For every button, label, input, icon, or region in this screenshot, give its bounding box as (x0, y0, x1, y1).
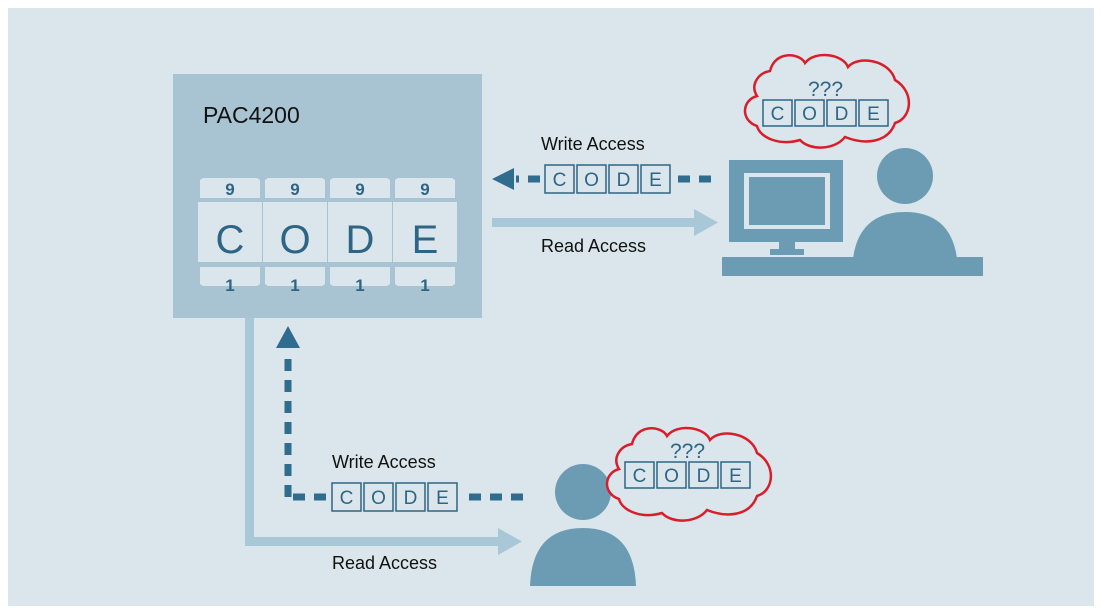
pc-read-access-label: Read Access (541, 236, 646, 256)
drum-top-digit: 9 (420, 180, 429, 199)
pc-write-access-arrow (492, 168, 711, 190)
pc-user-person-icon (852, 148, 958, 270)
drum-code-letter: O (279, 218, 310, 262)
pc-write-code-box: C O D E (544, 164, 671, 194)
drum-bottom-digit: 1 (355, 276, 364, 295)
drum-top-digit: 9 (225, 180, 234, 199)
thought-code-letter: E (867, 104, 880, 125)
drum-code-letter: C (216, 218, 245, 262)
drum-code-letter: E (412, 218, 439, 262)
arrow-head-icon (694, 209, 718, 236)
desk-icon (722, 257, 983, 276)
drum-code-letter: D (346, 218, 375, 262)
thought-code-letter: O (664, 466, 679, 487)
thought-code-letter: E (729, 466, 742, 487)
device-name: PAC4200 (203, 102, 300, 128)
thought-code-letter: C (771, 104, 785, 125)
write-code-letter: E (436, 488, 449, 509)
arrow-head-icon (498, 528, 522, 555)
drum-bottom-digit: 1 (225, 276, 234, 295)
arrow-head-icon (492, 168, 514, 190)
drum-top-digit: 9 (355, 180, 364, 199)
thought-code-letter: O (802, 104, 817, 125)
write-code-letter: C (340, 488, 354, 509)
thought-marks: ??? (670, 440, 705, 463)
thought-marks: ??? (808, 78, 843, 101)
pc-user-thought-cloud: ??? C O D E (743, 53, 911, 149)
pc-read-access-arrow (492, 209, 718, 236)
device-panel: PAC4200 9 9 9 9 C O D E (173, 74, 482, 318)
write-code-letter: D (404, 488, 418, 509)
write-code-letter: E (649, 170, 662, 191)
code-lock: 9 9 9 9 C O D E 1 1 1 1 (198, 178, 457, 295)
pc-write-access-label: Write Access (541, 134, 645, 154)
thought-code-letter: C (633, 466, 647, 487)
local-read-access-label: Read Access (332, 553, 437, 573)
drum-top-digit: 9 (290, 180, 299, 199)
arrow-head-icon (276, 326, 300, 348)
local-write-code-box: C O D E (331, 482, 458, 512)
local-write-access-arrow (276, 326, 523, 501)
local-user-thought-cloud: ??? C O D E (605, 426, 773, 522)
write-code-letter: O (584, 170, 599, 191)
drum-bottom-digit: 1 (290, 276, 299, 295)
local-read-access-arrow (245, 318, 522, 555)
thought-code-letter: D (697, 466, 711, 487)
write-code-letter: C (553, 170, 567, 191)
write-code-letter: O (371, 488, 386, 509)
computer-icon (729, 160, 843, 255)
local-write-access-label: Write Access (332, 452, 436, 472)
drum-bottom-digit: 1 (420, 276, 429, 295)
write-code-letter: D (617, 170, 631, 191)
thought-code-letter: D (835, 104, 849, 125)
